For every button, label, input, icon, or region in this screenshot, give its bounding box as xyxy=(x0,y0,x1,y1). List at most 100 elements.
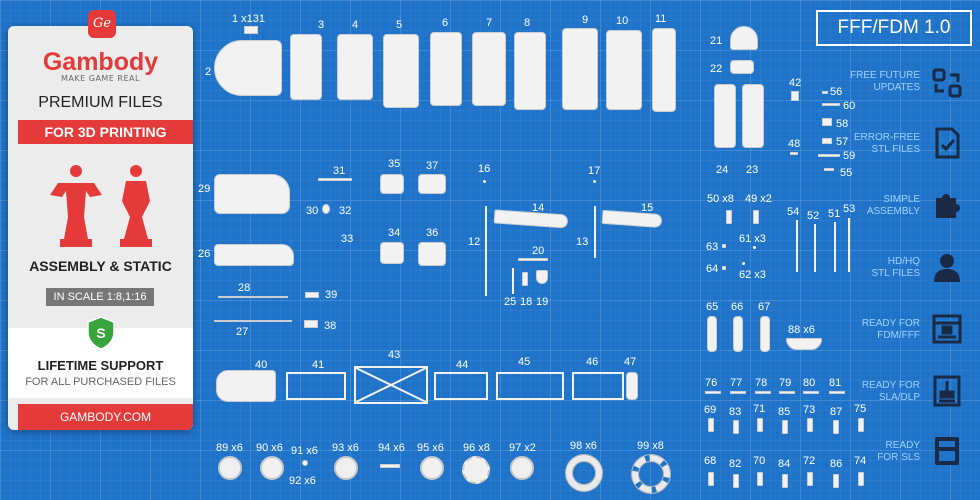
gambody-logo-icon: Ge xyxy=(88,10,116,38)
part-8 xyxy=(514,32,546,110)
part-label: 12 xyxy=(468,236,481,248)
part-label: 26 xyxy=(198,248,211,260)
part-2-nose xyxy=(214,40,282,96)
refresh-icon xyxy=(932,68,962,98)
part-label: 72 xyxy=(803,455,816,467)
part-label: 43 xyxy=(388,349,401,361)
part-label: 25 xyxy=(504,296,517,308)
svg-text:S: S xyxy=(96,325,105,341)
part-68 xyxy=(708,472,714,486)
brand-tagline: MAKE GAME REAL xyxy=(61,74,140,83)
part-51 xyxy=(834,222,836,272)
brand-card: Ge Gambody MAKE GAME REAL PREMIUM FILES … xyxy=(8,10,193,430)
part-label: 82 xyxy=(729,458,742,470)
part-43-cross xyxy=(355,367,427,403)
part-label: 89 x6 xyxy=(216,442,243,454)
part-14 xyxy=(493,209,569,229)
part-72 xyxy=(807,472,813,486)
part-label: 50 x8 xyxy=(707,193,734,205)
part-label: 59 xyxy=(843,150,856,162)
part-label: 62 x3 xyxy=(739,269,766,281)
premium-files-label: PREMIUM FILES xyxy=(38,94,163,111)
part-56 xyxy=(822,91,828,94)
part-label: 87 xyxy=(830,406,843,418)
part-label: 35 xyxy=(388,158,401,170)
part-label: 53 xyxy=(843,203,856,215)
part-label: 71 xyxy=(753,403,766,415)
part-23 xyxy=(742,84,764,148)
part-label: 75 xyxy=(854,403,867,415)
part-label: 33 xyxy=(341,233,354,245)
part-label: 80 xyxy=(803,377,816,389)
gambody-site-link[interactable]: GAMBODY.COM xyxy=(18,404,193,430)
part-74 xyxy=(858,472,864,486)
part-label: 81 xyxy=(829,377,842,389)
part-10 xyxy=(606,30,642,110)
part-label: 20 xyxy=(532,245,545,257)
lifetime-support-label: LIFETIME SUPPORT xyxy=(37,358,164,373)
part-label: 66 xyxy=(731,301,744,313)
part-17 xyxy=(593,180,596,183)
part-70 xyxy=(757,472,763,486)
part-label: 15 xyxy=(641,202,654,214)
part-label: 52 xyxy=(807,210,820,222)
part-49 xyxy=(753,210,759,224)
part-label: 8 xyxy=(524,17,531,29)
scale-badge: IN SCALE 1:8,1:16 xyxy=(46,288,154,306)
part-label: 65 xyxy=(706,301,719,313)
fdm-printer-icon xyxy=(932,314,962,344)
part-label: 22 xyxy=(710,63,723,75)
part-42 xyxy=(791,91,799,101)
sla-printer-icon xyxy=(933,375,961,407)
part-label: 91 x6 xyxy=(291,445,318,457)
figures-illustration xyxy=(50,165,152,247)
part-label: 1 x131 xyxy=(232,13,266,25)
part-78 xyxy=(755,391,771,394)
part-label: 16 xyxy=(478,163,491,175)
part-label: 94 x6 xyxy=(378,442,405,454)
part-50 xyxy=(726,210,732,224)
part-37 xyxy=(418,174,446,194)
part-label: 54 xyxy=(787,206,800,218)
part-label: 99 x8 xyxy=(637,440,664,452)
version-box: FFF/FDM 1.0 xyxy=(816,10,972,46)
part-label: 63 xyxy=(706,241,719,253)
part-98 xyxy=(566,455,602,491)
part-label: 38 xyxy=(324,320,337,332)
shield-icon: S xyxy=(87,316,115,350)
part-label: 7 xyxy=(486,17,493,29)
part-64 xyxy=(722,266,726,270)
part-69 xyxy=(708,418,714,432)
part-label: 69 xyxy=(704,404,717,416)
part-84 xyxy=(782,474,788,488)
part-61 xyxy=(753,246,756,249)
part-5 xyxy=(383,34,419,108)
part-label: 83 xyxy=(729,406,742,418)
part-46 xyxy=(572,372,624,400)
part-20 xyxy=(518,258,548,261)
part-43 xyxy=(354,366,428,404)
part-label: 61 x3 xyxy=(739,233,766,245)
part-label: 49 x2 xyxy=(745,193,772,205)
part-label: 30 xyxy=(306,205,319,217)
part-48 xyxy=(790,152,798,155)
part-82 xyxy=(733,474,739,488)
part-label: 3 xyxy=(318,19,325,31)
part-label: 58 xyxy=(836,118,849,130)
part-label: 97 x2 xyxy=(509,442,536,454)
part-label: 40 xyxy=(255,359,268,371)
part-59 xyxy=(818,154,840,157)
part-94 xyxy=(380,464,400,468)
part-label: 9 xyxy=(582,14,589,26)
part-15 xyxy=(601,209,663,229)
part-38 xyxy=(304,320,318,328)
part-96 xyxy=(462,456,490,484)
part-67 xyxy=(760,316,770,352)
part-93 xyxy=(334,456,358,480)
part-89 xyxy=(218,456,242,480)
part-41 xyxy=(286,372,346,400)
part-label: 79 xyxy=(779,377,792,389)
